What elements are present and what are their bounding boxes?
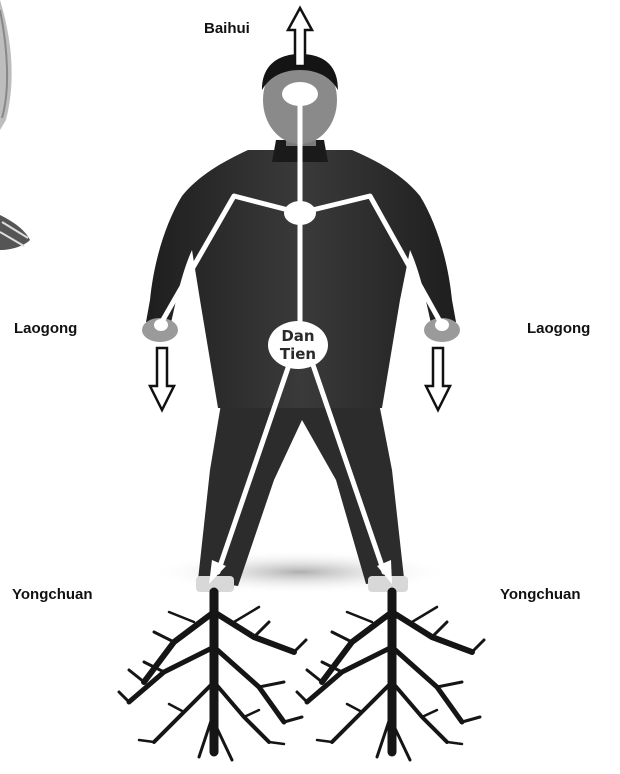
yongchuan-left-label: Yongchuan [12,586,93,603]
laogong-left-label: Laogong [14,320,77,337]
right-down-arrow-icon [426,348,450,410]
roots [119,592,484,760]
yongchuan-right-label: Yongchuan [500,586,581,603]
chest-point [284,201,316,225]
dan-tien-label-line2: Tien [280,345,316,363]
left-down-arrow-icon [150,348,174,410]
baihui-point [282,82,318,106]
left-edge-artwork [0,0,30,250]
dan-tien-label-line1: Dan [281,327,314,345]
laogong-right-label: Laogong [527,320,590,337]
left-laogong-point [154,319,168,331]
left-roots [119,592,306,760]
baihui-label: Baihui [204,20,250,37]
right-laogong-point [435,319,449,331]
right-roots [297,592,484,760]
